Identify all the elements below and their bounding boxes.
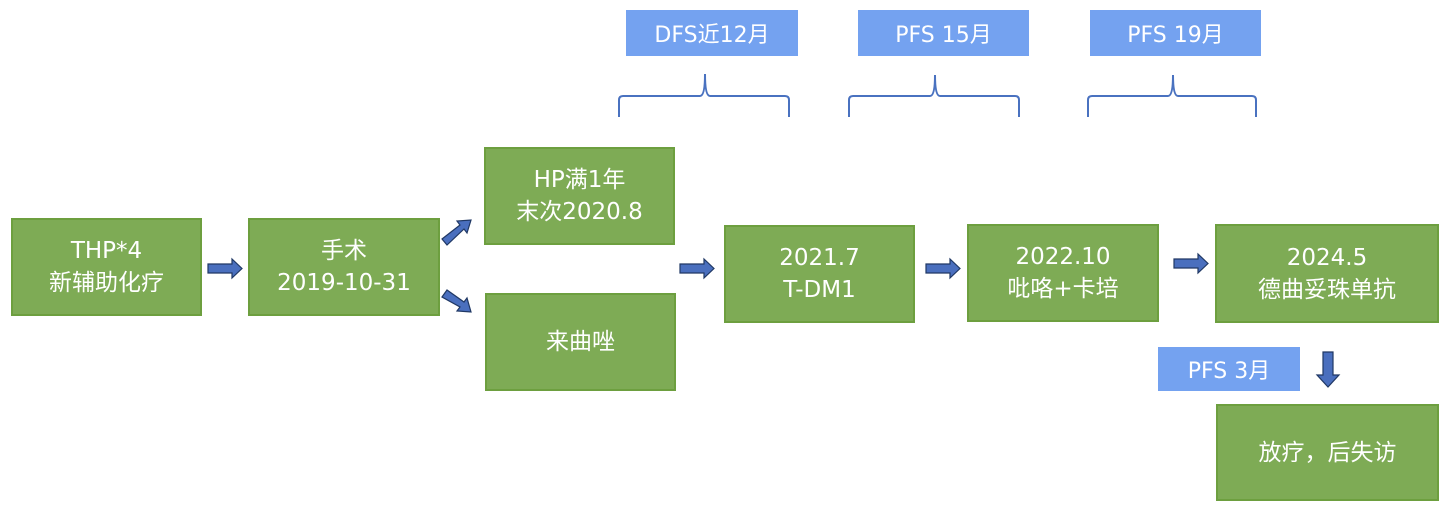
box-neoadjuvant: THP*4 新辅助化疗 <box>11 218 202 316</box>
box-tdm1: 2021.7 T-DM1 <box>724 225 915 323</box>
tag-pfs-3: PFS 3月 <box>1158 347 1300 391</box>
box-line: T-DM1 <box>783 277 856 303</box>
box-line: 放疗，后失访 <box>1258 439 1397 466</box>
box-tdxd: 2024.5 德曲妥珠单抗 <box>1215 224 1439 323</box>
box-line: 2024.5 <box>1286 244 1368 271</box>
box-line: 吡咯+卡培 <box>1007 276 1119 302</box>
arrow-right-1 <box>207 257 243 280</box>
tag-pfs-15-text: PFS 15月 <box>895 23 992 48</box>
box-line: 末次2020.8 <box>516 199 643 225</box>
box-line: 2022.10 <box>1015 244 1111 270</box>
brace-pfs2 <box>1087 74 1257 117</box>
tag-pfs-19-text: PFS 19月 <box>1127 23 1224 48</box>
arrow-up-right <box>441 219 472 246</box>
box-line: 新辅助化疗 <box>49 270 164 296</box>
box-line: THP*4 <box>70 238 143 264</box>
box-hp: HP满1年 末次2020.8 <box>484 147 675 245</box>
brace-dfs <box>618 73 790 117</box>
tag-pfs-19: PFS 19月 <box>1090 10 1261 56</box>
box-radiotherapy: 放疗，后失访 <box>1216 404 1439 501</box>
box-letrozole: 来曲唑 <box>485 293 676 391</box>
box-line: HP满1年 <box>533 167 626 193</box>
arrow-right-3 <box>925 257 961 280</box>
box-line: 手术 <box>321 238 367 264</box>
arrow-right-2 <box>679 257 715 280</box>
box-pyrotinib: 2022.10 吡咯+卡培 <box>967 224 1159 322</box>
tag-dfs: DFS近12月 <box>626 10 798 56</box>
tag-pfs-3-text: PFS 3月 <box>1187 359 1271 384</box>
tag-pfs-15: PFS 15月 <box>858 10 1029 56</box>
box-line: 2021.7 <box>779 245 860 271</box>
box-line: 来曲唑 <box>546 329 615 355</box>
box-line: 德曲妥珠单抗 <box>1258 276 1396 303</box>
box-surgery: 手术 2019-10-31 <box>248 218 440 316</box>
brace-pfs1 <box>848 74 1020 117</box>
arrow-down-right <box>441 289 472 313</box>
arrow-right-4 <box>1173 252 1209 275</box>
arrow-down <box>1315 351 1341 388</box>
box-line: 2019-10-31 <box>277 270 411 296</box>
tag-dfs-text: DFS近12月 <box>654 23 770 48</box>
